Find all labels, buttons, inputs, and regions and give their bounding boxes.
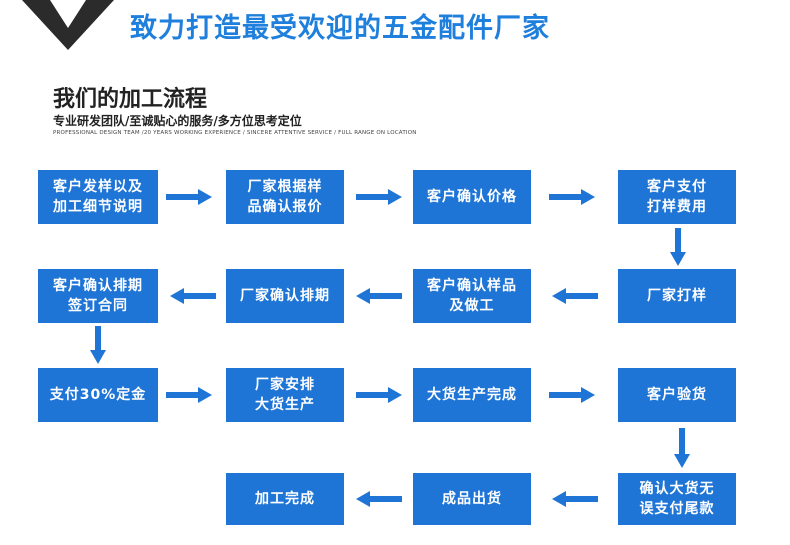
arrow-right-icon (166, 189, 212, 205)
process-step: 成品出货 (413, 473, 531, 525)
process-step: 厂家确认排期 (226, 269, 344, 323)
chevron-decoration-icon (22, 0, 114, 50)
arrow-right-icon (356, 387, 402, 403)
arrow-left-icon (356, 491, 402, 507)
arrow-down-icon (670, 228, 686, 266)
section-subtitle: 专业研发团队/至诚贴心的服务/多方位思考定位 (53, 114, 302, 128)
banner-title: 致力打造最受欢迎的五金配件厂家 (130, 13, 550, 44)
process-step: 客户支付 打样费用 (618, 170, 736, 224)
arrow-left-icon (356, 288, 402, 304)
process-step: 客户确认排期 签订合同 (38, 269, 158, 323)
process-step: 客户确认样品 及做工 (413, 269, 531, 323)
process-step: 客户发样以及 加工细节说明 (38, 170, 158, 224)
process-step: 厂家根据样 品确认报价 (226, 170, 344, 224)
arrow-left-icon (552, 491, 598, 507)
process-step: 确认大货无 误支付尾款 (618, 473, 736, 525)
arrow-right-icon (166, 387, 212, 403)
arrow-down-icon (674, 428, 690, 468)
process-step: 支付30%定金 (38, 368, 158, 422)
arrow-down-icon (90, 326, 106, 364)
process-step: 客户验货 (618, 368, 736, 422)
arrow-right-icon (549, 387, 595, 403)
arrow-right-icon (356, 189, 402, 205)
process-step: 客户确认价格 (413, 170, 531, 224)
process-step: 厂家安排 大货生产 (226, 368, 344, 422)
arrow-right-icon (549, 189, 595, 205)
process-step: 加工完成 (226, 473, 344, 525)
section-title: 我们的加工流程 (53, 87, 208, 112)
process-step: 大货生产完成 (413, 368, 531, 422)
arrow-left-icon (170, 288, 216, 304)
section-tagline: PROFESSIONAL DESIGN TEAM /20 YEARS WORKI… (53, 130, 417, 136)
process-step: 厂家打样 (618, 269, 736, 323)
arrow-left-icon (552, 288, 598, 304)
